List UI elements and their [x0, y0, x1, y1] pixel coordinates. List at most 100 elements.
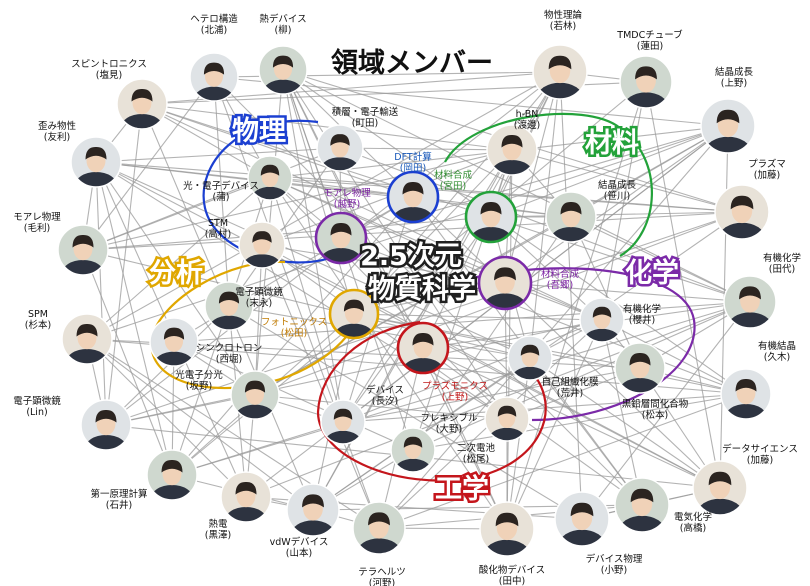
- member-avatar: [247, 155, 293, 201]
- connection-line: [95, 161, 508, 420]
- member-avatar: [477, 255, 533, 311]
- member-field-label: 酸化物デバイス: [479, 564, 545, 576]
- connection-line: [490, 125, 729, 218]
- member-avatar: [352, 501, 406, 555]
- connection-line: [141, 103, 414, 198]
- connection-line: [282, 69, 344, 423]
- member-name-label: (高橋): [680, 522, 706, 534]
- connection-line: [490, 211, 743, 218]
- member-avatar: [204, 281, 254, 331]
- member-name-label: (小野): [601, 565, 627, 576]
- connection-line: [342, 319, 603, 423]
- connection-line: [261, 244, 721, 489]
- connection-line: [171, 196, 414, 476]
- member-field-label: 光・電子デバイス: [183, 180, 259, 192]
- member-avatar: [486, 124, 538, 176]
- connection-line: [171, 301, 751, 476]
- member-avatar: [314, 211, 368, 265]
- connection-line: [601, 81, 647, 321]
- member-name-label: (上野): [442, 392, 468, 403]
- member-name-label: (上野): [721, 78, 747, 89]
- connection-line: [82, 249, 173, 476]
- member-avatar: [146, 449, 198, 501]
- member-avatar: [320, 399, 366, 445]
- connection-line: [269, 177, 344, 423]
- member-avatar: [286, 483, 340, 537]
- connection-line: [601, 319, 643, 506]
- member-name-label: (岡田): [400, 163, 426, 174]
- member-avatar: [720, 368, 772, 420]
- connection-line: [228, 305, 583, 520]
- member-name-label: (北浦): [201, 24, 227, 36]
- member-field-label: 電子顕微鏡: [13, 395, 61, 407]
- connection-line: [412, 216, 572, 451]
- analysis-ellipse: [150, 260, 362, 390]
- field-label-physics: 物理: [232, 116, 286, 147]
- connection-line: [82, 249, 531, 359]
- diagram-title: 領域メンバー: [331, 47, 493, 79]
- member-avatar: [464, 190, 518, 244]
- member-field-label: 材料合成: [434, 169, 473, 181]
- member-field-label: 電気化学: [674, 511, 712, 523]
- member-avatar: [61, 313, 113, 365]
- member-name-label: (越野): [334, 198, 360, 210]
- connection-line: [490, 216, 751, 303]
- connection-line: [504, 125, 729, 284]
- member-field-label: モアレ物理: [323, 187, 371, 199]
- member-nodes: [57, 44, 777, 557]
- connection-line: [282, 69, 508, 420]
- member-name-label: (友利): [44, 131, 70, 143]
- member-name-label: (荒井): [557, 387, 583, 399]
- member-field-label: 熱電: [208, 518, 228, 530]
- member-avatar: [545, 191, 597, 243]
- member-field-label: 熱デバイス: [259, 13, 306, 25]
- member-field-label: シンクロトロン: [196, 343, 263, 354]
- center-title-line-1: 2.5次元: [360, 241, 462, 272]
- member-field-label: スピントロニクス: [71, 59, 147, 70]
- member-avatar: [396, 321, 450, 375]
- member-field-label: 物性理論: [544, 9, 583, 21]
- member-avatar: [386, 170, 440, 224]
- connection-line: [506, 319, 603, 530]
- member-name-label: (河野): [369, 577, 395, 586]
- connection-line: [282, 69, 747, 395]
- member-name-label: (蒲): [213, 191, 230, 203]
- connection-line: [269, 177, 508, 530]
- connection-line: [269, 177, 743, 213]
- field-label-chemistry: 化学: [625, 257, 679, 289]
- member-avatar: [328, 288, 380, 340]
- member-field-label: ヘテロ構造: [190, 13, 238, 25]
- member-name-label: (吾郷): [547, 280, 573, 291]
- connection-line: [339, 147, 513, 151]
- connection-line: [570, 216, 751, 303]
- connection-line: [559, 71, 583, 520]
- member-field-label: デバイス: [366, 384, 404, 396]
- connection-line: [173, 301, 751, 343]
- member-field-label: TMDCチューブ: [616, 29, 683, 41]
- connection-line: [529, 71, 561, 359]
- member-name-label: (塩見): [96, 69, 122, 81]
- connection-line: [529, 357, 721, 489]
- connection-line: [213, 76, 643, 506]
- member-avatar: [714, 184, 770, 240]
- connection-line: [282, 69, 751, 303]
- member-field-label: 材料合成: [541, 268, 580, 280]
- connection-line: [82, 147, 341, 251]
- connection-line: [342, 367, 641, 423]
- member-avatar: [614, 342, 666, 394]
- member-field-label: 結晶成長: [715, 66, 754, 78]
- connection-line: [269, 177, 603, 321]
- member-field-label: 自己組織化膜: [541, 376, 599, 388]
- member-field-label: 電子顕微鏡: [235, 286, 283, 298]
- member-field-label: SPM: [28, 309, 48, 320]
- connection-line: [504, 282, 751, 303]
- member-name-label: (毛利): [24, 222, 50, 234]
- connection-line: [95, 161, 173, 476]
- member-field-label: 結晶成長: [598, 179, 637, 191]
- connection-line: [95, 161, 531, 359]
- member-avatar: [80, 399, 132, 451]
- member-name-label: (宮田): [440, 180, 466, 192]
- connection-line: [245, 69, 284, 498]
- member-name-label: (末永): [246, 297, 272, 309]
- member-field-label: データサイエンス: [722, 443, 798, 455]
